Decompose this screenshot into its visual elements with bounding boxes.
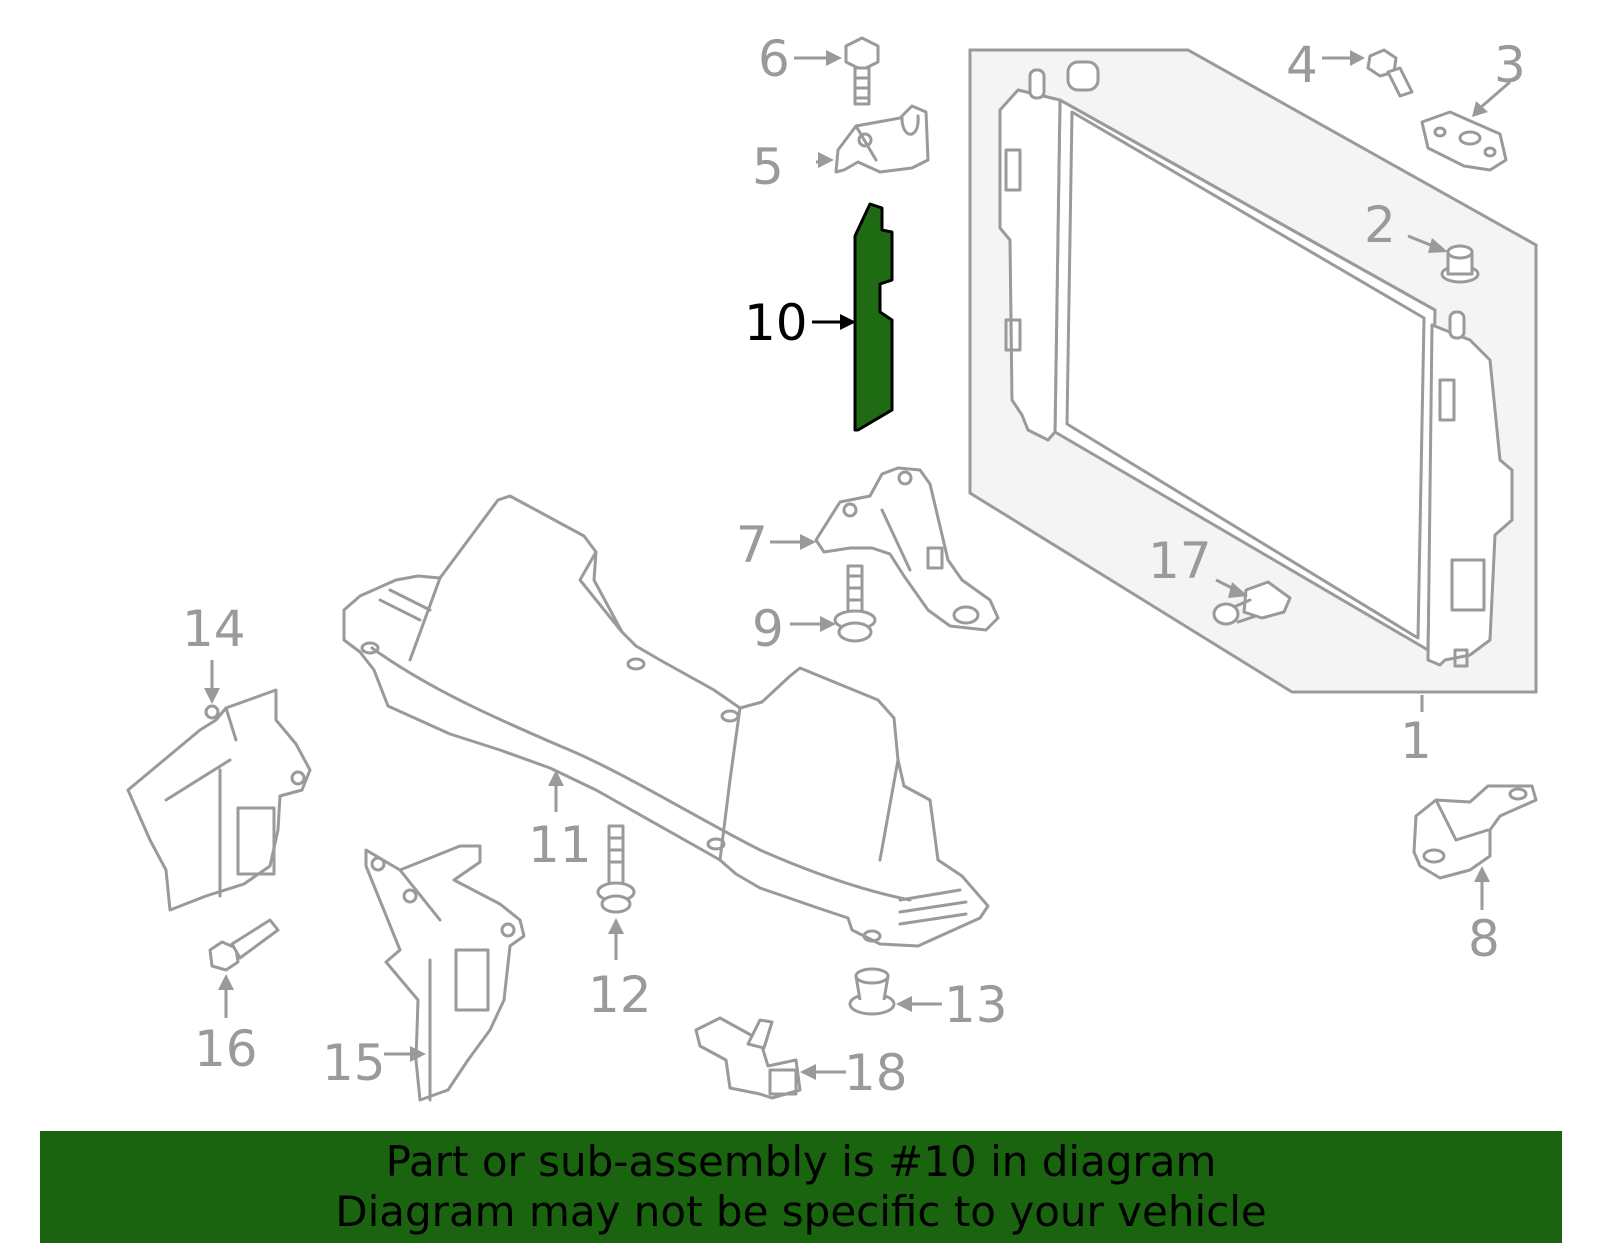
callout-14[interactable]: 14 xyxy=(182,600,246,658)
arrow-8 xyxy=(1474,866,1490,882)
exploded-parts-diagram: 1 2 3 4 5 6 7 8 9 10 11 12 13 14 15 16 1… xyxy=(126,30,1538,1102)
part-9-bolt[interactable] xyxy=(833,564,877,643)
arrow-15 xyxy=(410,1046,426,1062)
callout-1[interactable]: 1 xyxy=(1400,712,1432,770)
callout-8[interactable]: 8 xyxy=(1468,910,1500,968)
callout-9[interactable]: 9 xyxy=(752,600,784,658)
arrow-6 xyxy=(826,50,842,66)
arrow-18 xyxy=(800,1064,816,1080)
arrow-17 xyxy=(1228,582,1248,598)
callout-7[interactable]: 7 xyxy=(736,516,768,574)
part-5-upper-bracket[interactable] xyxy=(834,104,930,174)
part-16-bolt[interactable] xyxy=(208,918,280,972)
part-8-side-bracket[interactable] xyxy=(1412,784,1538,880)
callout-10[interactable]: 10 xyxy=(744,294,808,352)
arrow-11 xyxy=(548,770,564,786)
callout-18[interactable]: 18 xyxy=(844,1044,908,1102)
callout-6[interactable]: 6 xyxy=(758,30,790,88)
callout-3[interactable]: 3 xyxy=(1494,36,1526,94)
callout-11[interactable]: 11 xyxy=(528,816,592,874)
part-6-bolt[interactable] xyxy=(844,36,880,106)
arrow-9 xyxy=(820,616,836,632)
arrow-2 xyxy=(1428,238,1448,253)
part-17-sensor[interactable] xyxy=(1212,580,1292,626)
part-14-left-air-guide[interactable] xyxy=(126,688,312,912)
callout-5[interactable]: 5 xyxy=(752,138,784,196)
banner-disclaimer: Diagram may not be specific to your vehi… xyxy=(335,1187,1267,1236)
callout-15[interactable]: 15 xyxy=(322,1034,386,1092)
part-info-banner: Part or sub-assembly is #10 in diagram D… xyxy=(40,1131,1562,1243)
arrow-4 xyxy=(1350,50,1365,66)
part-4-bolt[interactable] xyxy=(1366,48,1414,98)
part-13-clip[interactable] xyxy=(848,967,896,1016)
part-18-connector[interactable] xyxy=(694,1016,802,1100)
arrow-5 xyxy=(818,152,834,168)
arrow-3 xyxy=(1472,101,1488,117)
part-2-grommet[interactable] xyxy=(1440,244,1480,284)
banner-part-reference: Part or sub-assembly is #10 in diagram xyxy=(385,1137,1217,1186)
arrow-13 xyxy=(896,996,912,1012)
part-12-bolt[interactable] xyxy=(596,824,636,914)
arrow-14 xyxy=(204,688,220,704)
arrow-7 xyxy=(800,534,816,550)
part-15-lower-left-air-guide[interactable] xyxy=(364,844,526,1102)
callout-2[interactable]: 2 xyxy=(1364,196,1396,254)
callout-17[interactable]: 17 xyxy=(1148,532,1212,590)
leader-line-3 xyxy=(1479,80,1511,110)
arrow-10 xyxy=(840,314,856,330)
part-7-lower-bracket[interactable] xyxy=(814,466,1000,632)
arrow-16 xyxy=(218,974,234,990)
callout-13[interactable]: 13 xyxy=(944,976,1008,1034)
arrow-12 xyxy=(608,918,624,934)
callout-12[interactable]: 12 xyxy=(588,966,652,1024)
part-11-lower-deflector[interactable] xyxy=(342,494,990,948)
callout-16[interactable]: 16 xyxy=(194,1020,258,1078)
callout-4[interactable]: 4 xyxy=(1286,36,1318,94)
part-3-mount-bracket[interactable] xyxy=(1420,110,1508,172)
part-10-air-guide-highlighted[interactable] xyxy=(853,202,894,432)
part-1-radiator-assembly[interactable] xyxy=(968,48,1538,694)
